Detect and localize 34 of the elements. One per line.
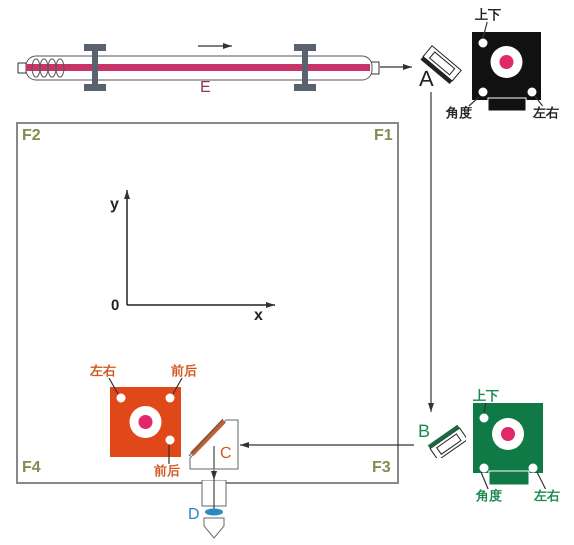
corner-label: F1 bbox=[374, 128, 393, 144]
callout-label: 上下 bbox=[473, 389, 501, 403]
letter-label: C bbox=[220, 446, 232, 462]
callout-label: 上下 bbox=[475, 8, 503, 22]
letter-label: B bbox=[418, 422, 430, 440]
callout-label: 前后 bbox=[154, 464, 184, 478]
corner-label: F2 bbox=[22, 128, 41, 144]
corner-label: F4 bbox=[22, 460, 41, 476]
origin-label: 0 bbox=[111, 298, 120, 313]
leader-line bbox=[482, 22, 488, 38]
callout-label: 左右 bbox=[90, 364, 120, 378]
beam-arrow bbox=[211, 470, 217, 480]
beam-arrow bbox=[380, 64, 412, 70]
leader-line bbox=[536, 472, 546, 490]
beam-arrow bbox=[428, 92, 434, 412]
callout-label: 角度 bbox=[476, 489, 506, 503]
letter-label: E bbox=[200, 80, 211, 96]
leader-line bbox=[480, 472, 489, 490]
leader-line bbox=[483, 402, 486, 414]
axis-label: x bbox=[254, 308, 263, 324]
leader-line bbox=[108, 378, 119, 394]
letter-label: D bbox=[188, 507, 200, 523]
leader-line bbox=[468, 96, 480, 106]
axis-label: y bbox=[110, 197, 119, 213]
callout-label: 前后 bbox=[171, 364, 201, 378]
leader-line bbox=[534, 96, 544, 106]
leader-line bbox=[172, 378, 183, 394]
beam-arrow bbox=[240, 442, 414, 448]
letter-label: A bbox=[419, 68, 434, 90]
callout-label: 左右 bbox=[533, 106, 563, 120]
callout-label: 角度 bbox=[446, 106, 476, 120]
callout-label: 左右 bbox=[534, 489, 564, 503]
corner-label: F3 bbox=[372, 460, 391, 476]
leader-line bbox=[168, 445, 170, 464]
